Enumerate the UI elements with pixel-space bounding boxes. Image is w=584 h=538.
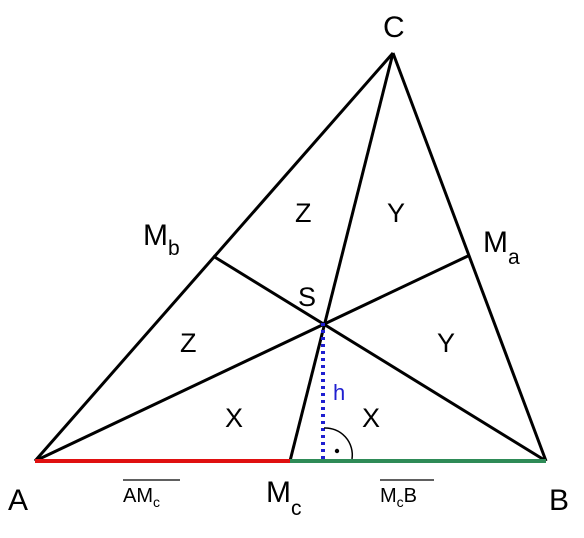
height-label-h: h <box>333 380 345 405</box>
vertex-label-b: B <box>549 484 569 517</box>
median-b-mb <box>212 254 547 463</box>
midpoint-label-mc: Mc <box>266 476 302 520</box>
region-label-x-right: X <box>362 403 380 433</box>
midpoint-label-ma: Ma <box>483 226 520 269</box>
centroid-label-s: S <box>298 282 316 312</box>
vertex-label-c: C <box>383 11 405 44</box>
right-angle-marker <box>323 427 354 460</box>
median-a-ma <box>34 253 471 463</box>
segment-label-mcb: McB <box>380 485 417 510</box>
side-bc <box>391 52 548 462</box>
region-label-y-top: Y <box>387 198 405 228</box>
region-label-x-left: X <box>225 403 243 433</box>
region-label-z-top: Z <box>295 198 312 228</box>
median-c-mc <box>288 52 395 462</box>
midpoint-label-mb: Mb <box>143 219 180 260</box>
region-label-z-left: Z <box>180 328 197 358</box>
right-angle-dot <box>334 448 340 454</box>
segment-label-amc: AMc <box>123 485 160 510</box>
vertex-label-a: A <box>8 484 28 517</box>
region-label-y-right: Y <box>437 328 455 358</box>
